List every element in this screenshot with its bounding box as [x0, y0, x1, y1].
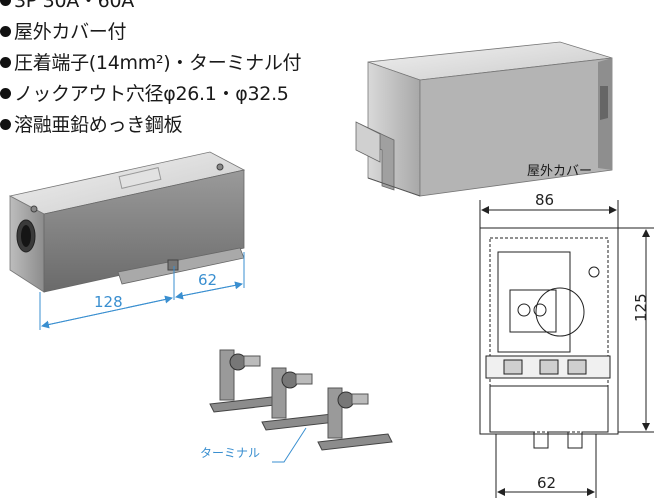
terminal-label: ターミナル: [200, 446, 261, 460]
bullet-icon: [0, 88, 11, 99]
box-dimensions: [39, 252, 245, 330]
cover-caption: 屋外カバー: [527, 164, 593, 179]
spec-item: 圧着端子(14mm²)・ターミナル付: [0, 48, 302, 79]
outdoor-cover-illustration: [355, 41, 613, 197]
drawing-base-label: 62: [537, 474, 557, 492]
spec-list: 3P 30A・60A 屋外カバー付 圧着端子(14mm²)・ターミナル付 ノック…: [0, 0, 302, 141]
bullet-icon: [0, 0, 11, 6]
bracket-length-label: 62: [198, 271, 218, 289]
drawing-width-label: 86: [535, 191, 555, 209]
spec-item: ノックアウト穴径φ26.1・φ32.5: [0, 79, 301, 110]
main-box-illustration: [8, 151, 246, 293]
dimension-drawing: [479, 200, 654, 498]
spec-item: 溶融亜鉛めっき鋼板: [0, 110, 301, 141]
drawing-height-label: 125: [632, 293, 650, 322]
terminals-illustration: [209, 349, 393, 463]
bullet-icon: [0, 119, 11, 130]
spec-item: 屋外カバー付: [0, 17, 301, 48]
bullet-icon: [0, 57, 11, 68]
bullet-icon: [0, 26, 11, 37]
box-length-label: 128: [94, 293, 123, 311]
spec-item: 3P 30A・60A: [0, 0, 301, 17]
